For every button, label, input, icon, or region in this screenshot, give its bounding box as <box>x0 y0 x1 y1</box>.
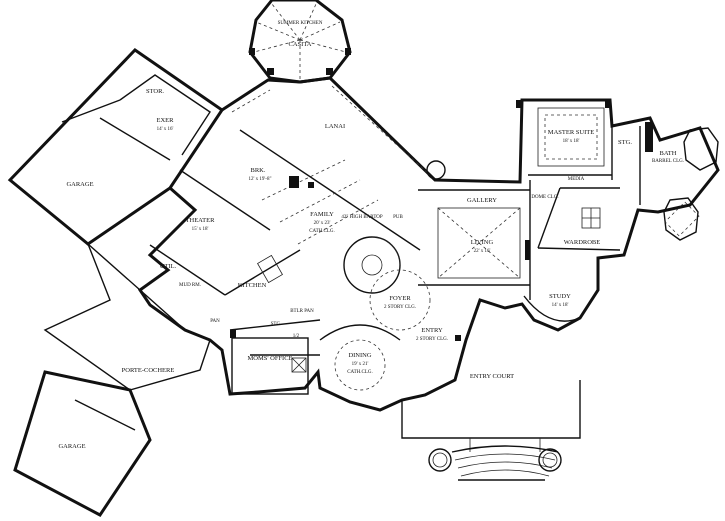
entry-label: ENTRY <box>421 327 443 334</box>
stg-small-label: STG. <box>271 322 282 327</box>
wardrobe-label: WARDROBE <box>564 239 601 246</box>
media-label: MEDIA <box>568 177 585 182</box>
bar-note: 42" HIGH BARTOP <box>341 215 383 220</box>
gallery-label: GALLERY <box>467 197 497 204</box>
exer-label: EXER <box>157 117 175 124</box>
master-bath-bays <box>663 127 719 241</box>
family-note: CATH.CLG. <box>309 229 335 234</box>
dining-label: DINING <box>348 352 371 359</box>
moms-office-label: MOMS' OFFICE <box>247 355 292 362</box>
foyer-label: FOYER <box>389 295 411 302</box>
garage-top-label: GARAGE <box>66 181 93 188</box>
brk-size: 12' x 19'-8" <box>248 177 271 182</box>
moms-office-block <box>231 337 309 395</box>
butler-pan-label: BTLR PAN <box>290 309 314 314</box>
porte-cochere-wing <box>13 243 211 517</box>
exer-size: 14' x 16' <box>157 127 174 132</box>
study-size: 14' x 18' <box>552 303 569 308</box>
mud-rm-label: MUD RM. <box>179 283 201 288</box>
study-label: STUDY <box>549 293 571 300</box>
living-label: LIVING <box>471 239 494 246</box>
dining-note: CATH.CLG. <box>347 370 373 375</box>
bath-note: BARREL CLG. <box>652 159 684 164</box>
lanai-label: LANAI <box>325 123 345 130</box>
garage-wing-top <box>7 48 225 246</box>
util-label: UTIL. <box>160 263 177 270</box>
family-size: 20' x 23' <box>314 221 331 226</box>
entry-court-label: ENTRY COURT <box>470 373 514 380</box>
pan-label: PAN <box>210 319 220 324</box>
brk-label: BRK. <box>251 167 266 174</box>
theater-size: 15' x 18' <box>192 227 209 232</box>
stg-label: STG. <box>618 139 632 146</box>
casita-label: CASITA <box>289 41 312 48</box>
master-size: 18' x 18' <box>563 139 580 144</box>
pub-label: PUB <box>393 215 403 220</box>
porte-cochere-label: PORTE-COCHERE <box>122 367 175 374</box>
stor-label: STOR. <box>146 88 164 95</box>
bath-label: BATH <box>660 150 677 157</box>
entry-note: 2 STORY CLG. <box>416 337 448 342</box>
dining-size: 19' x 21' <box>352 362 369 367</box>
family-label: FAMILY <box>310 211 334 218</box>
dome-clg-label: DOME CLG. <box>531 195 558 200</box>
summer-kitchen-label: SUMMER KITCHEN <box>278 21 323 26</box>
kitchen-label: KITCHEN <box>238 282 267 289</box>
master-suite-label: MASTER SUITE <box>548 129 594 136</box>
living-size: 22' x 16' <box>474 249 491 254</box>
half-bath-label: 1/2 <box>293 334 300 339</box>
garage-bottom-label: GARAGE <box>58 443 85 450</box>
foyer-note: 2 STORY CLG. <box>384 305 416 310</box>
theater-label: THEATER <box>186 217 216 224</box>
entry-court <box>401 380 581 481</box>
main-body <box>137 76 720 412</box>
